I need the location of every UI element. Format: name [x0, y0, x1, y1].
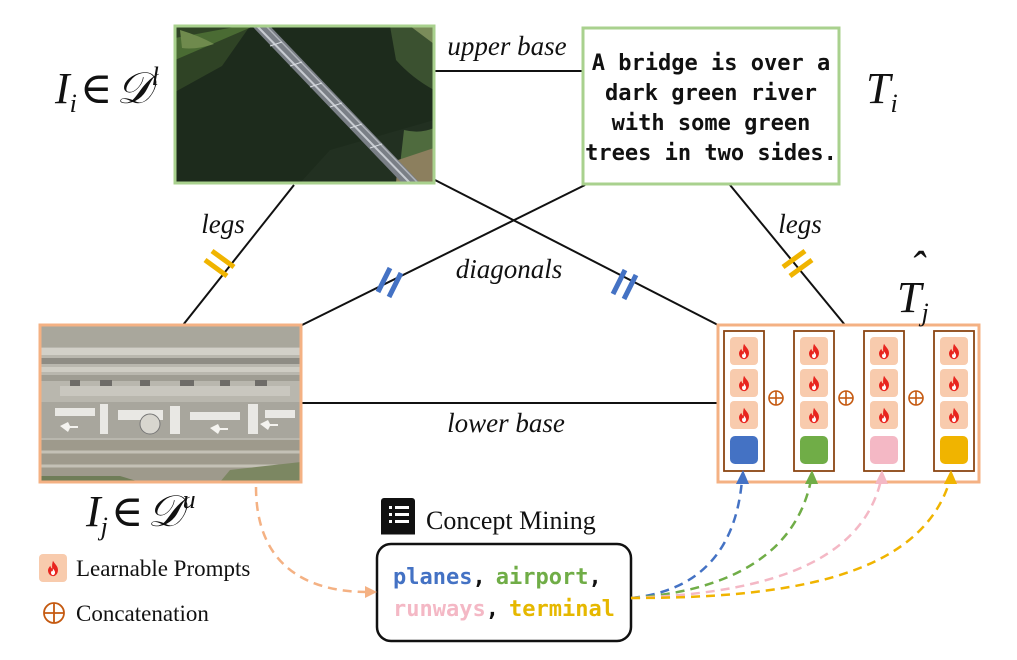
- diagonal-image-to-prompts: [434, 179, 719, 326]
- diagonal-text-to-image: [301, 184, 586, 326]
- upper-base-label: upper base: [447, 31, 566, 61]
- svg-text:ˆ: ˆ: [910, 243, 927, 292]
- caption-text-box: A bridge is over a dark green river with…: [581, 26, 841, 186]
- caption-line-3: with some green: [612, 111, 811, 136]
- legs-left-label: legs: [201, 209, 245, 239]
- legend-learnable-prompts: Learnable Prompts: [39, 554, 250, 582]
- legend-learnable-prompts-label: Learnable Prompts: [76, 556, 250, 581]
- legend-concatenation: Concatenation: [43, 601, 209, 626]
- legend-concatenation-label: Concatenation: [76, 601, 209, 626]
- concat-symbols: [768, 390, 924, 406]
- concept-runways: runways: [393, 597, 486, 622]
- concept-box: [375, 542, 633, 643]
- right-leg-line: [729, 184, 846, 326]
- dashed-arrow-image-to-concepts: [254, 486, 377, 598]
- svg-text:Ti: Ti: [866, 64, 898, 118]
- concept-token: [730, 436, 758, 464]
- lower-base-label: lower base: [447, 408, 565, 438]
- airport-satellite-image: [38, 323, 303, 484]
- connector-lines: [182, 70, 846, 404]
- prompt-column: [863, 330, 905, 472]
- caption-line-2: dark green river: [605, 81, 817, 106]
- svg-text:Ij∈𝒟u: Ij∈𝒟u: [85, 485, 196, 541]
- prompt-column: [793, 330, 835, 472]
- concept-token: [870, 436, 898, 464]
- arrowheads-to-tokens: [736, 470, 957, 484]
- math-Tj-hat: Tj ˆ: [897, 243, 929, 327]
- circle-plus-icon: [43, 602, 65, 624]
- circle-plus-icon: [768, 390, 784, 406]
- legs-right-label: legs: [778, 209, 822, 239]
- equal-marks-diagonals: [375, 266, 639, 301]
- caption-line-1: A bridge is over a: [592, 51, 830, 76]
- prompt-columns: [723, 330, 975, 472]
- math-Ii-in-Dl: Ii∈𝒟l: [54, 62, 159, 118]
- concept-row-1: planes,airport,: [393, 565, 602, 590]
- prompt-tokens-panel: [716, 323, 981, 484]
- svg-text:Tj: Tj: [897, 273, 929, 327]
- svg-text:Ii∈𝒟l: Ii∈𝒟l: [54, 62, 159, 118]
- equal-marks-legs: [203, 248, 814, 279]
- concept-terminal: terminal: [509, 597, 615, 622]
- concept-mining-title: Concept Mining: [426, 506, 596, 535]
- concept-planes: planes: [393, 565, 472, 590]
- concept-token: [800, 436, 828, 464]
- circle-plus-icon: [908, 390, 924, 406]
- book-icon: [381, 498, 415, 539]
- prompt-column: [933, 330, 975, 472]
- concept-token: [940, 436, 968, 464]
- circle-plus-icon: [838, 390, 854, 406]
- math-Ij-in-Du: Ij∈𝒟u: [85, 485, 196, 541]
- dashed-arrows-concepts-to-tokens: [630, 479, 952, 600]
- math-Ti: Ti: [866, 64, 898, 118]
- bridge-satellite-image: [173, 24, 436, 185]
- concept-airport: airport: [496, 565, 589, 590]
- diagonals-label: diagonals: [456, 254, 563, 284]
- concept-row-2: runways,terminal: [393, 597, 615, 622]
- prompt-column: [723, 330, 765, 472]
- caption-line-4: trees in two sides.: [585, 141, 837, 166]
- left-leg-line: [182, 184, 295, 326]
